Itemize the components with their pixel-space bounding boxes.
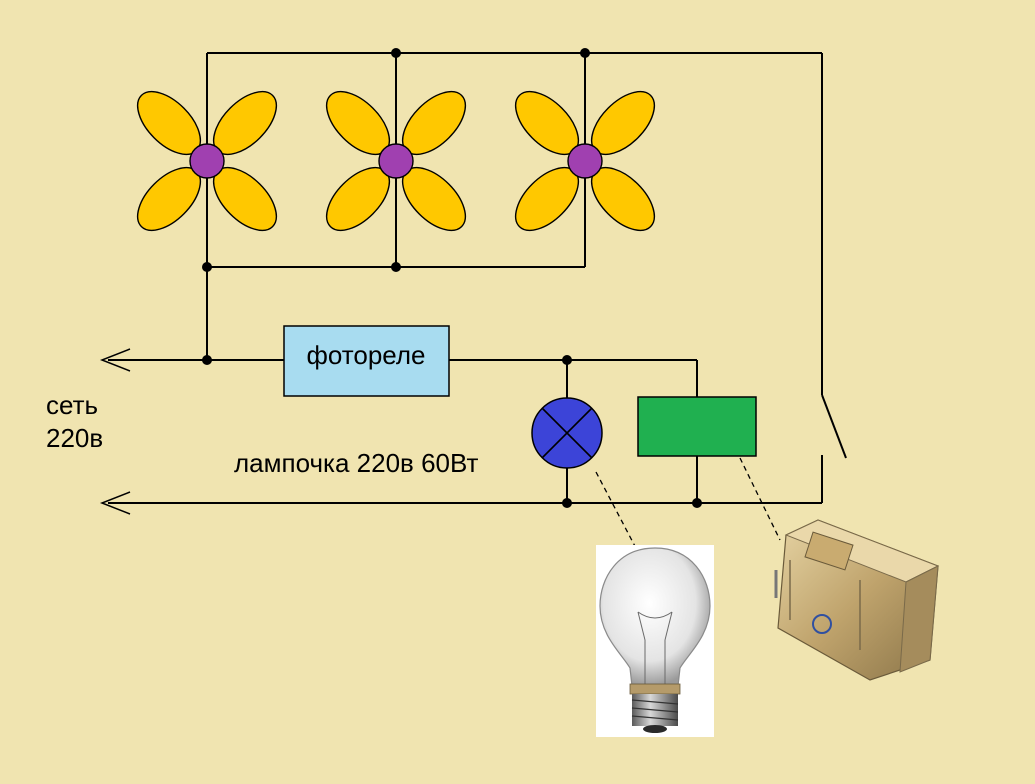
arrow-left-icon: [99, 491, 131, 515]
relay-coil: [637, 396, 757, 457]
junction-nodes: [202, 48, 702, 508]
relay-icon: [774, 519, 940, 681]
mains-label-line2: 220в: [46, 423, 103, 453]
photorelay-block: фотореле: [283, 325, 450, 397]
mains-label-line1: сеть: [46, 390, 98, 420]
fan-icon: [325, 90, 467, 232]
photorelay-label: фотореле: [306, 340, 425, 370]
lamp-label: лампочка 220в 60Вт: [234, 448, 478, 478]
arrow-left-icon: [99, 348, 131, 372]
fan-icon: [514, 90, 656, 232]
lamp-symbol-icon: [531, 397, 603, 469]
fan-icon: [136, 90, 278, 232]
light-bulb-icon: [596, 545, 714, 737]
